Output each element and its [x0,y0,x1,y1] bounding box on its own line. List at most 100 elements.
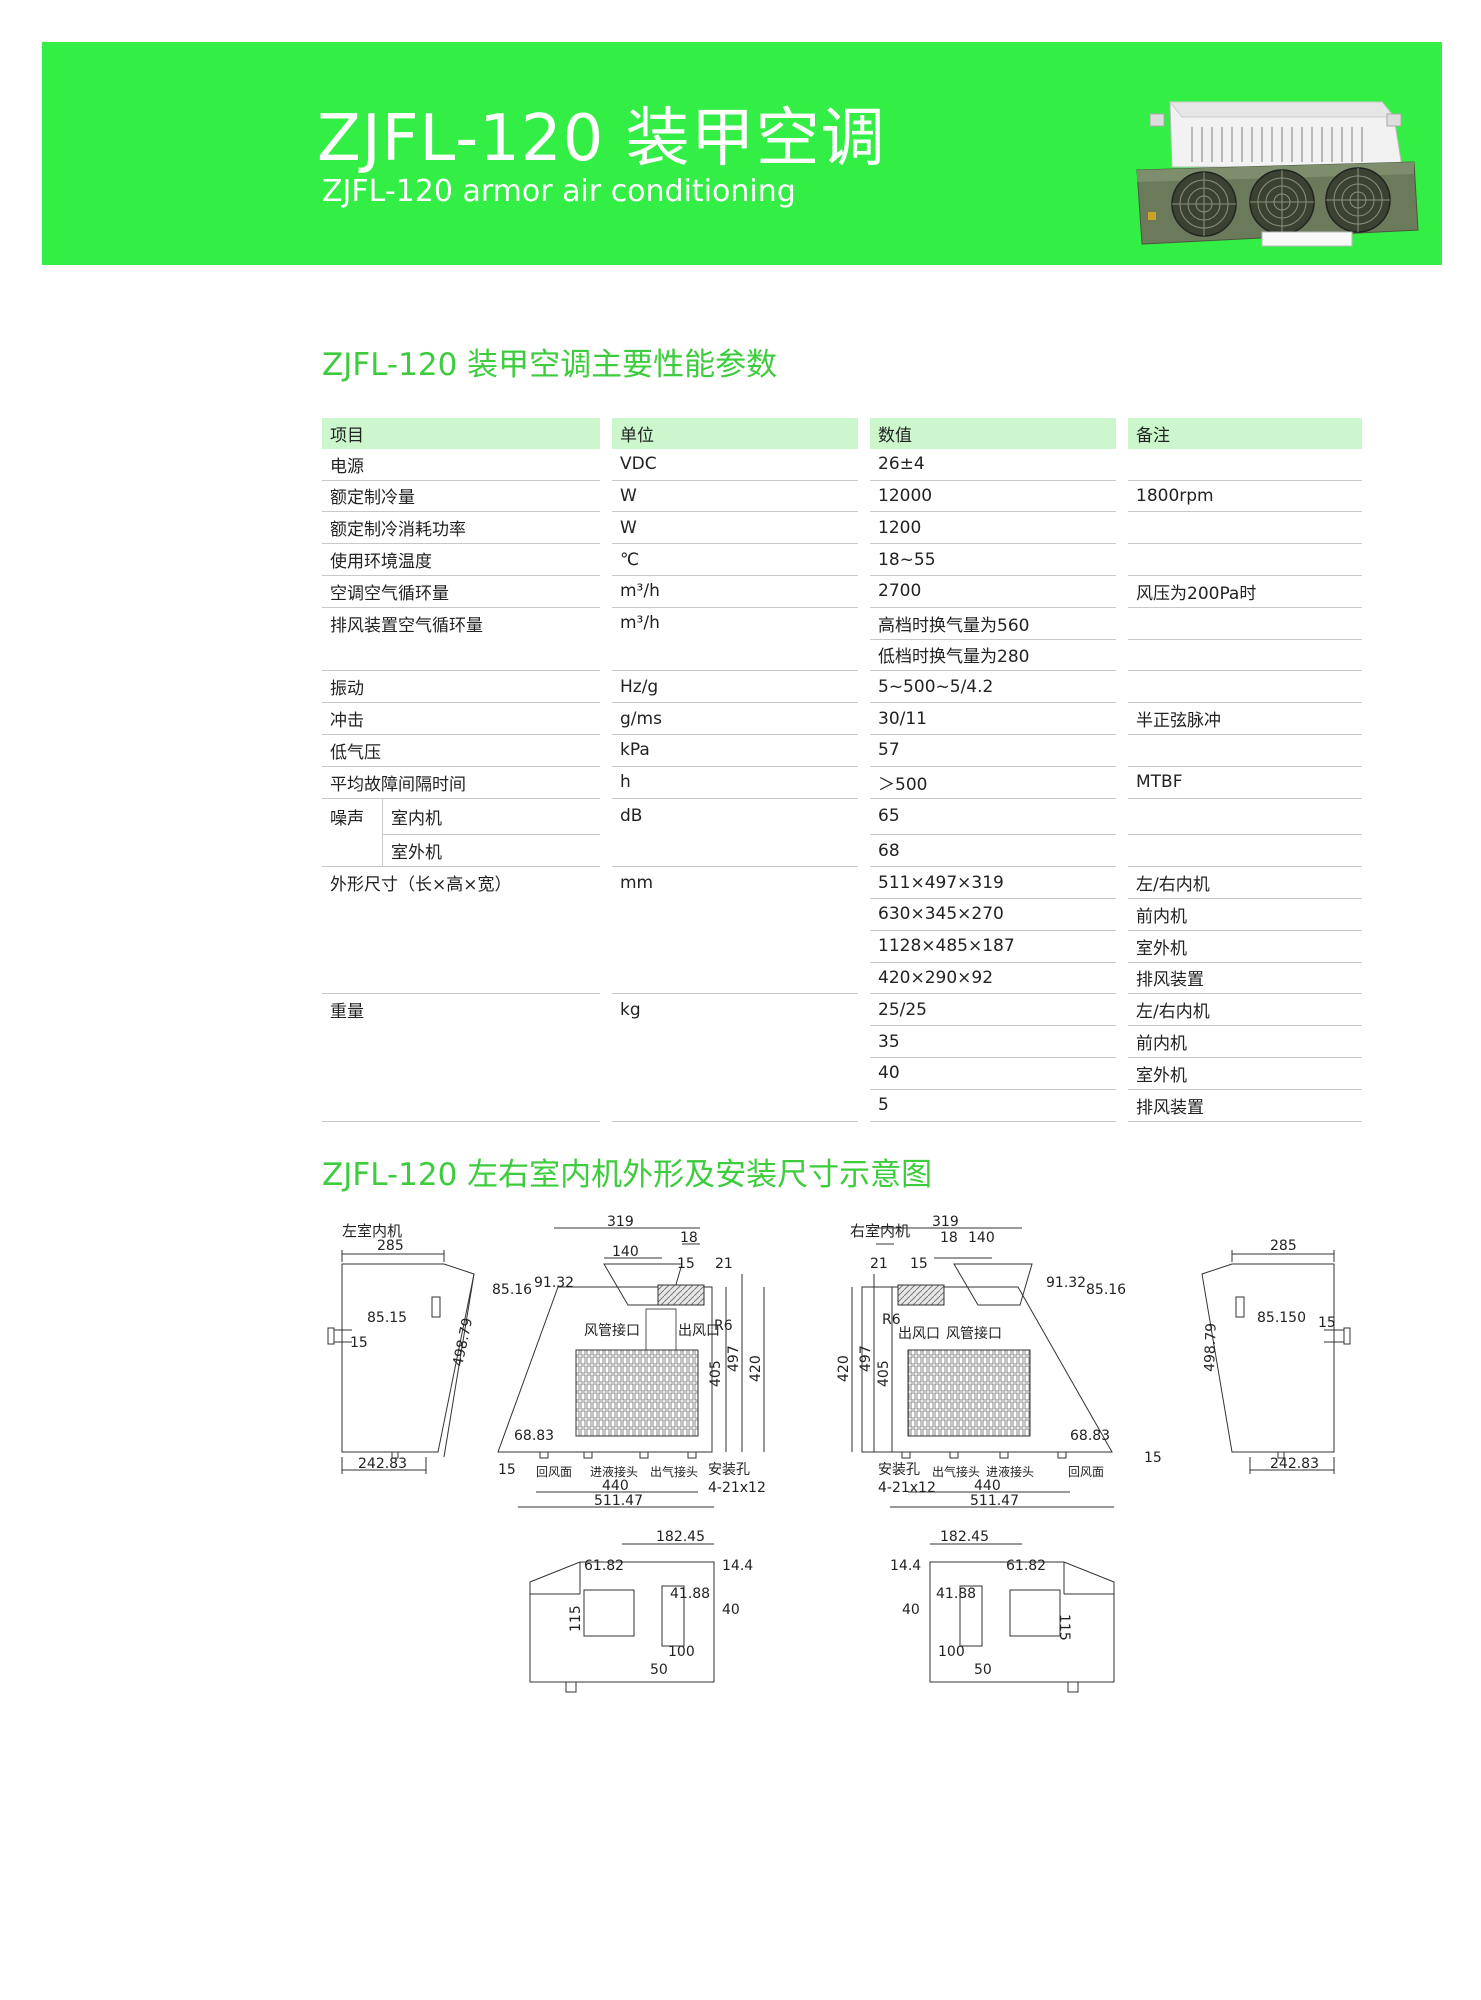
svg-text:4-21x12: 4-21x12 [708,1480,766,1496]
svg-text:285: 285 [1270,1238,1297,1254]
table-row: 噪声 室内机 dB 65 [322,798,1362,836]
cell-note: 前内机 [1128,1026,1362,1058]
table-row: 630×345×270 前内机 [322,899,1362,931]
cell-note: 室外机 [1128,1058,1362,1090]
svg-text:100: 100 [938,1644,965,1660]
svg-text:319: 319 [607,1214,634,1230]
cell-item: 冲击 [322,703,600,735]
cell-value: 35 [870,1026,1116,1058]
svg-text:进液接头: 进液接头 [590,1464,638,1479]
cell-value: 25/25 [870,994,1116,1027]
cell-note: 风压为200Pa时 [1128,576,1362,608]
svg-text:50: 50 [974,1662,992,1678]
svg-text:420: 420 [748,1355,764,1382]
svg-text:15: 15 [350,1335,368,1351]
table-row: 420×290×92 排风装置 [322,963,1362,995]
svg-text:安装孔: 安装孔 [708,1462,750,1478]
svg-text:61.82: 61.82 [1006,1558,1046,1574]
table-row: 平均故障间隔时间 h ＞500 MTBF [322,767,1362,799]
cell-value: 1128×485×187 [870,931,1116,963]
cell-note [1128,512,1362,545]
cell-value: 65 [870,799,1116,836]
svg-text:498.79: 498.79 [1202,1323,1220,1373]
table-row: 额定制冷量 W 12000 1800rpm [322,481,1362,513]
svg-text:440: 440 [602,1478,629,1494]
svg-text:91.32: 91.32 [1046,1275,1086,1291]
installation-drawing: 左室内机 285 85.15 15 498.79 242.83 319 18 1… [327,1214,1351,1693]
cell-value: 57 [870,735,1116,767]
cell-unit: h [612,767,858,799]
table-row: 40 室外机 [322,1058,1362,1090]
cell-item: 重量 [330,1002,364,1023]
cell-item: 低气压 [322,735,600,767]
cell-value: 高档时换气量为560 [870,608,1116,640]
cell-unit: m³/h [612,576,858,608]
svg-text:15: 15 [1144,1450,1162,1466]
section-title-drawings: ZJFL-120 左右室内机外形及安装尺寸示意图 [322,1157,933,1193]
cell-unit: kg [620,999,641,1020]
svg-text:61.82: 61.82 [584,1558,624,1574]
banner-subtitle: ZJFL-120 armor air conditioning [322,174,796,209]
cell-note: 左/右内机 [1128,867,1362,899]
svg-text:15: 15 [677,1256,695,1272]
svg-text:14.4: 14.4 [890,1558,921,1574]
svg-text:242.83: 242.83 [1270,1456,1319,1472]
svg-text:497: 497 [726,1345,742,1372]
left-unit-label: 左室内机 [342,1222,402,1240]
svg-text:出气接头: 出气接头 [932,1464,980,1479]
svg-text:497: 497 [858,1345,874,1372]
cell-value: 2700 [870,576,1116,608]
svg-text:风管接口: 风管接口 [584,1322,640,1339]
svg-text:85.16: 85.16 [1086,1282,1126,1298]
table-row: 低气压 kPa 57 [322,735,1362,767]
cell-subitem: 室内机 [382,798,600,836]
cell-value: 低档时换气量为280 [870,640,1116,672]
svg-text:40: 40 [902,1602,920,1618]
table-row: 35 前内机 [322,1026,1362,1058]
spec-table: 项目 单位 数值 备注 电源 VDC 26±4 额定制冷量 W 12000 18… [322,418,1362,1122]
svg-text:115: 115 [1056,1614,1072,1641]
svg-text:85.15: 85.15 [367,1310,407,1326]
table-row: 室外机 68 [322,835,1362,868]
cell-note [1128,640,1362,672]
cell-value: 68 [870,835,1116,868]
svg-text:242.83: 242.83 [358,1456,407,1472]
cell-value: 18~55 [870,544,1116,576]
svg-text:511.47: 511.47 [970,1493,1019,1509]
svg-text:182.45: 182.45 [940,1529,989,1545]
cell-note: 排风装置 [1128,963,1362,995]
svg-text:511.47: 511.47 [594,1493,643,1509]
svg-text:进液接头: 进液接头 [986,1464,1034,1479]
cell-unit: g/ms [612,703,858,735]
table-row: 使用环境温度 ℃ 18~55 [322,544,1362,576]
svg-text:41.88: 41.88 [670,1586,710,1602]
svg-text:21: 21 [870,1256,888,1272]
cell-item: 空调空气循环量 [322,576,600,608]
cell-note [1128,608,1362,640]
cell-item: 平均故障间隔时间 [322,767,600,799]
svg-text:420: 420 [836,1355,852,1382]
cell-value: 12000 [870,481,1116,513]
svg-text:319: 319 [932,1214,959,1230]
cell-note: MTBF [1128,767,1362,799]
cell-value: 30/11 [870,703,1116,735]
svg-text:4-21x12: 4-21x12 [878,1480,936,1496]
cell-note [1128,799,1362,836]
svg-text:安装孔: 安装孔 [878,1462,920,1478]
svg-text:285: 285 [377,1238,404,1254]
cell-unit: kPa [612,735,858,767]
cell-value: 26±4 [870,449,1116,481]
cell-item: 排风装置空气循环量 [330,615,483,636]
cell-value: ＞500 [870,767,1116,799]
cell-value: 420×290×92 [870,963,1116,995]
table-row: 外形尺寸（长×高×宽） mm 511×497×319 左/右内机 [322,867,1362,899]
cell-unit: W [612,512,858,545]
cell-unit: ℃ [612,544,858,576]
cell-value: 1200 [870,512,1116,545]
svg-text:405: 405 [876,1360,892,1387]
table-row: 冲击 g/ms 30/11 半正弦脉冲 [322,703,1362,735]
svg-text:回风面: 回风面 [536,1465,572,1479]
cell-unit: dB [620,806,643,827]
table-row: 重量 kg 25/25 左/右内机 [322,994,1362,1027]
cell-unit: m³/h [620,613,660,634]
